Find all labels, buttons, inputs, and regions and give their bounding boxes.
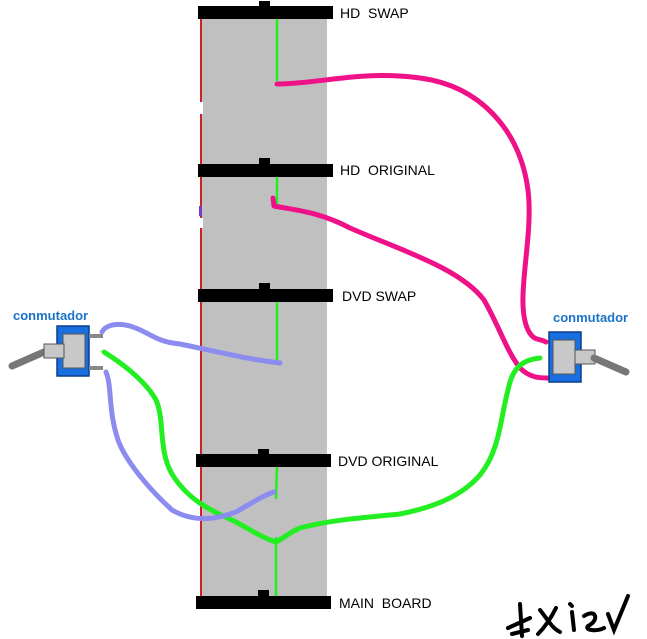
connector-dvd-original xyxy=(196,449,331,467)
label-hd-swap: HD SWAP xyxy=(340,5,409,21)
label-dvd-original: DVD ORIGINAL xyxy=(338,453,439,469)
magenta-wire-hd-original xyxy=(270,195,551,381)
label-hd-original: HD ORIGINAL xyxy=(340,162,435,178)
ribbon-white-notch xyxy=(198,218,203,228)
green-trace xyxy=(274,16,279,598)
signature-mark xyxy=(506,594,630,638)
ribbon-white-notch xyxy=(198,102,203,114)
ribbon-cable xyxy=(200,10,327,602)
connector-dvd-swap xyxy=(198,283,333,302)
left-switch xyxy=(8,325,103,377)
connector-hd-original xyxy=(198,158,333,177)
right-switch xyxy=(548,331,630,383)
toggle-switch-icon xyxy=(8,348,48,370)
connector-hd-swap xyxy=(198,1,333,19)
label-dvd-swap: DVD SWAP xyxy=(342,288,416,304)
left-switch-label: conmutador xyxy=(13,308,88,323)
green-wire-right xyxy=(273,355,543,545)
green-wire-left xyxy=(101,349,279,545)
blue-wire-lower xyxy=(103,369,277,522)
toggle-switch-icon xyxy=(590,354,630,376)
connector-main-board xyxy=(196,590,331,609)
ribbon-purple-mark xyxy=(199,206,202,216)
label-main-board: MAIN BOARD xyxy=(339,595,432,611)
magenta-wire-hd-swap xyxy=(274,73,549,345)
right-switch-label: conmutador xyxy=(553,310,628,325)
blue-wire-upper xyxy=(99,321,283,366)
